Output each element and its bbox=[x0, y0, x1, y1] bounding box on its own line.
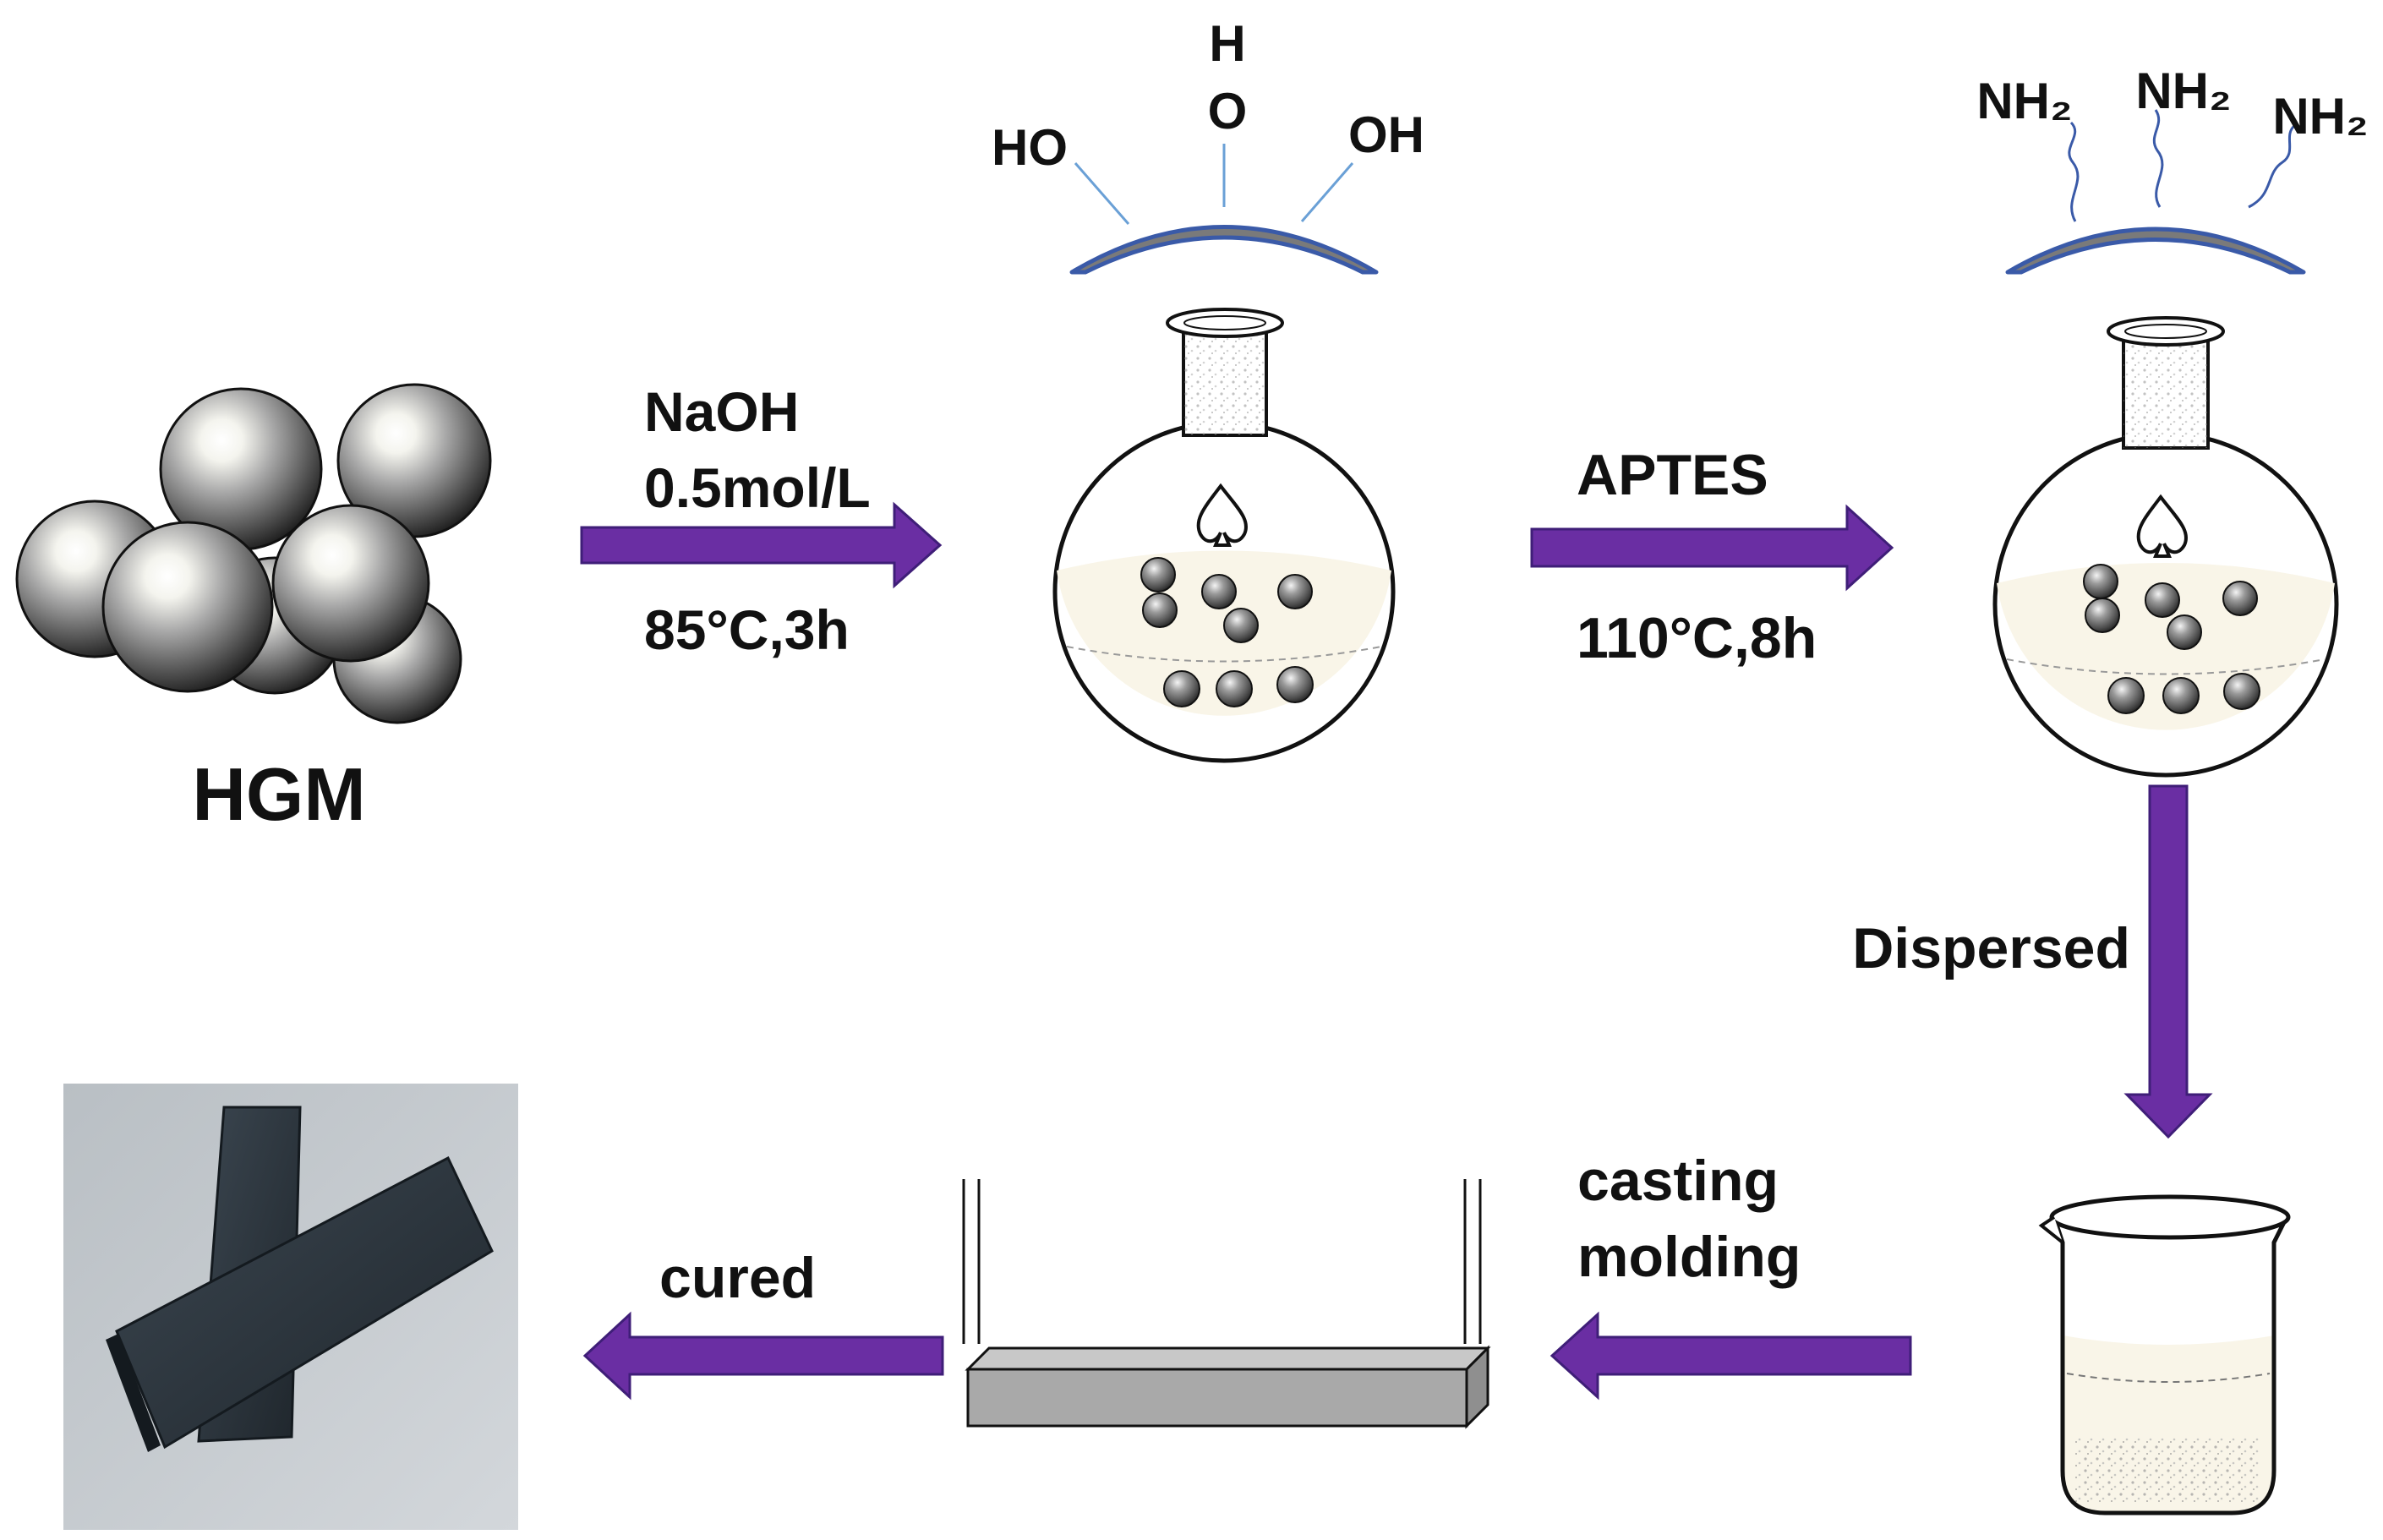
step4-molding-label: molding bbox=[1577, 1225, 1801, 1289]
hydroxyl-top-o-label: O bbox=[1208, 83, 1248, 139]
arrow-dispersed bbox=[2123, 784, 2213, 1139]
arrow-cured bbox=[582, 1311, 944, 1401]
casting-mold bbox=[962, 1179, 1491, 1429]
step2-condition-label: 110°C,8h bbox=[1577, 606, 1817, 670]
step4-casting-label: casting bbox=[1577, 1149, 1779, 1213]
hgm-label: HGM bbox=[192, 752, 365, 836]
hgm-sphere-cluster bbox=[15, 383, 492, 724]
hydroxyl-top-h-label: H bbox=[1209, 15, 1245, 72]
reaction-flask-aptes bbox=[1992, 316, 2339, 778]
reaction-flask-naoh bbox=[1052, 308, 1396, 763]
arrow-aptes-grafting bbox=[1530, 504, 1894, 592]
step3-dispersed-label: Dispersed bbox=[1852, 916, 2130, 980]
hydroxyl-left-label: HO bbox=[992, 119, 1068, 176]
amine-right-label: NH₂ bbox=[2272, 88, 2368, 145]
amine-left-label: NH₂ bbox=[1976, 73, 2072, 129]
step2-reagent-label: APTES bbox=[1577, 443, 1768, 507]
arrow-casting-molding bbox=[1549, 1311, 1912, 1401]
aminated-shell: NH₂ NH₂ NH₂ bbox=[1976, 63, 2369, 275]
hydroxylated-shell: HO H O OH bbox=[992, 15, 1424, 275]
arrow-naoh-treatment bbox=[580, 501, 943, 589]
stir-bar-icon bbox=[1196, 483, 1248, 547]
step1-concentration-label: 0.5mol/L bbox=[644, 456, 871, 519]
beaker bbox=[2038, 1194, 2291, 1515]
step1-reagent-label: NaOH bbox=[644, 380, 799, 443]
cured-composite-photo bbox=[63, 1084, 518, 1530]
hydroxyl-right-label: OH bbox=[1348, 106, 1424, 163]
step1-condition-label: 85°C,3h bbox=[644, 598, 850, 661]
amine-middle-label: NH₂ bbox=[2135, 63, 2231, 119]
step5-cured-label: cured bbox=[659, 1246, 816, 1310]
stir-bar-icon bbox=[2136, 494, 2188, 558]
